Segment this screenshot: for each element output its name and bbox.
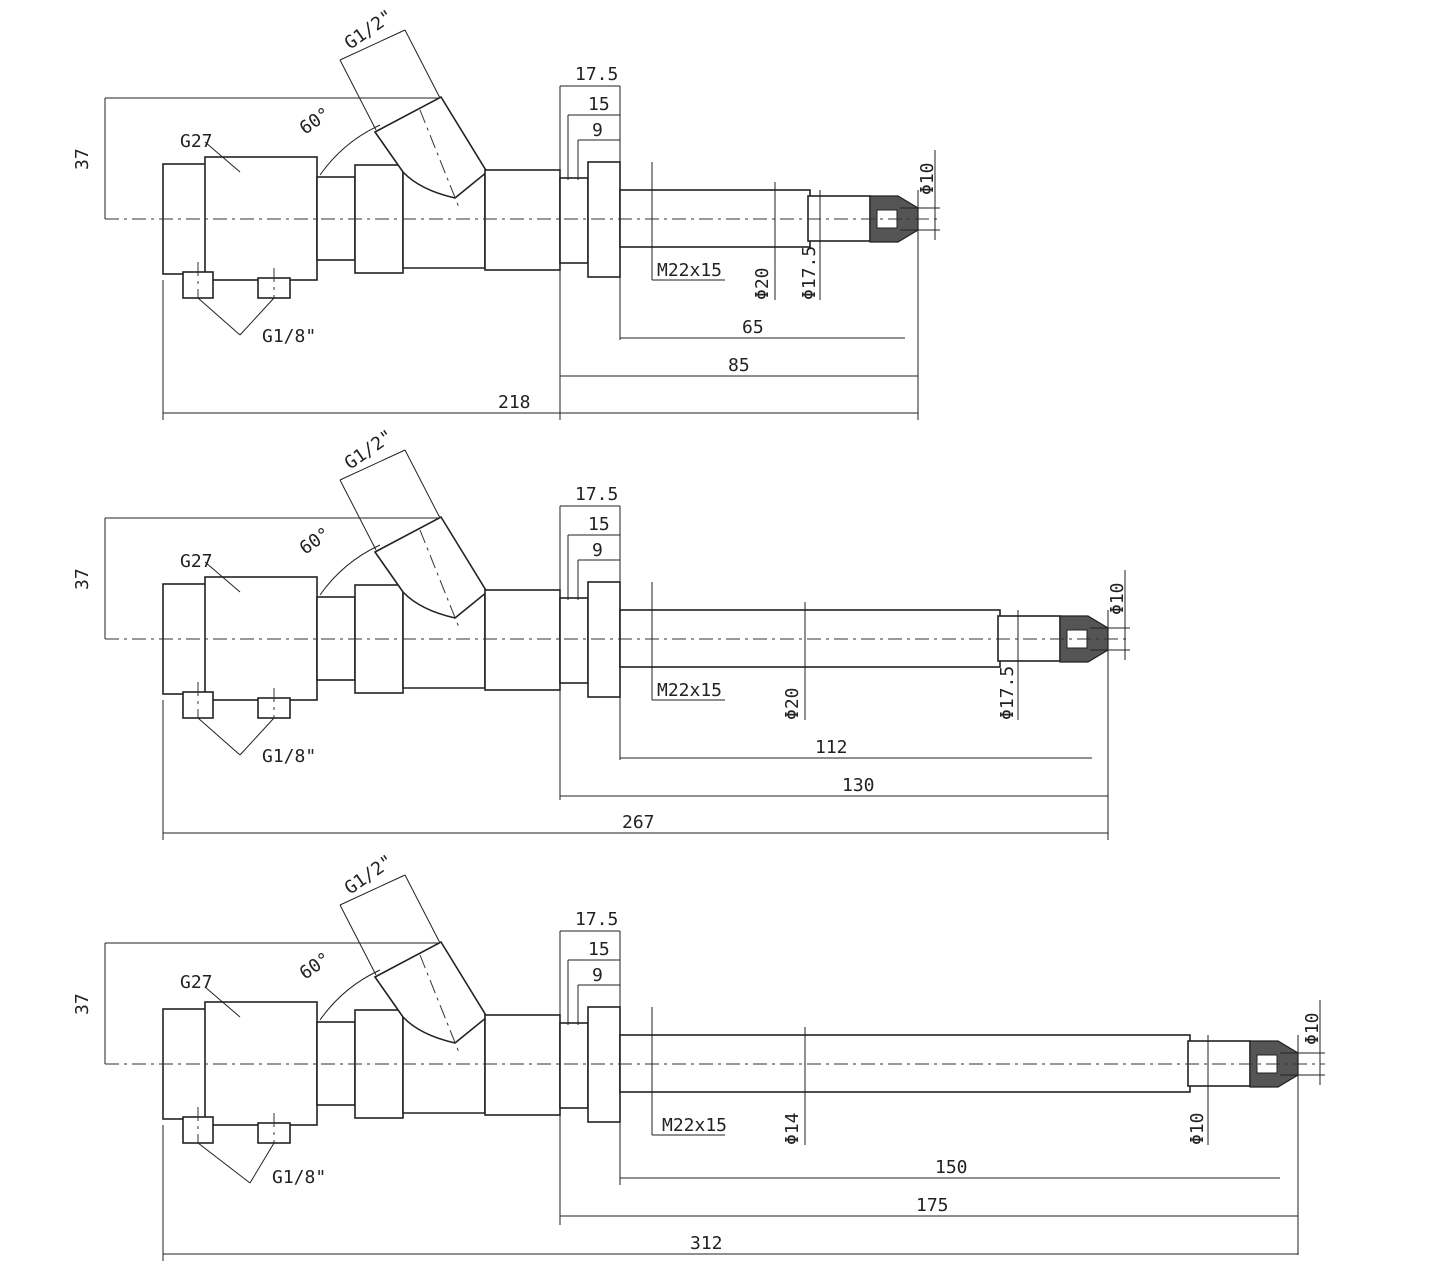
- label-pipe-d2: Φ17.5: [997, 666, 1018, 720]
- inlet-axis: [419, 954, 461, 1056]
- label-nut-mid: 15: [588, 939, 610, 960]
- dim-inlet-ext: [339, 59, 377, 131]
- angle-arc: [319, 969, 381, 1021]
- label-ports: G1/8": [262, 326, 316, 347]
- label-nut-mid: 15: [588, 514, 610, 535]
- coupling: [484, 169, 561, 271]
- label-nut-outer: 17.5: [575, 909, 618, 930]
- label-tip-d: Φ10: [917, 162, 938, 195]
- dim-inlet: [339, 29, 406, 61]
- label-angle: 60°: [296, 523, 335, 559]
- dim-inlet: [339, 874, 406, 906]
- leader-port: [239, 717, 275, 756]
- label-nut-outer: 17.5: [575, 484, 618, 505]
- label-len-pipe: 65: [742, 317, 764, 338]
- collar: [559, 597, 589, 684]
- angled-inlet: [373, 940, 489, 1044]
- pipe: [619, 1034, 1191, 1093]
- leader-port: [249, 1142, 275, 1184]
- leader-port: [239, 297, 275, 336]
- angled-inlet: [373, 515, 489, 619]
- coupling: [484, 1014, 561, 1116]
- label-pipe-d: Φ20: [752, 267, 773, 300]
- label-pipe-d: Φ14: [782, 1112, 803, 1145]
- label-nut-inner: 9: [592, 120, 603, 141]
- label-angle: 60°: [296, 948, 335, 984]
- label-len-total: 218: [498, 392, 531, 413]
- view-variant-267: 37 60° G1/2" G27 G1/8" M22x15 17.5 15 9 …: [72, 426, 1130, 840]
- angle-arc: [319, 544, 381, 596]
- label-len-stem: 130: [842, 775, 875, 796]
- dim-inlet-ext: [339, 479, 377, 551]
- label-nut-inner: 9: [592, 965, 603, 986]
- leader-body: [204, 561, 241, 593]
- label-body: G27: [180, 972, 213, 993]
- leader-body: [204, 141, 241, 173]
- dim-inlet-ext: [404, 29, 441, 99]
- collar: [559, 1022, 589, 1109]
- label-len-stem: 85: [728, 355, 750, 376]
- view-variant-312: 37 60° G1/2" G27 G1/8" M22x15 17.5 15 9 …: [72, 851, 1325, 1261]
- label-nut-outer: 17.5: [575, 64, 618, 85]
- label-body: G27: [180, 131, 213, 152]
- leader-port: [197, 1142, 251, 1184]
- label-pipe-d: Φ20: [782, 687, 803, 720]
- leader-body: [204, 986, 241, 1018]
- dim-inlet: [339, 449, 406, 481]
- label-pipe-d2: Φ17.5: [799, 246, 820, 300]
- label-len-pipe: 112: [815, 737, 848, 758]
- view-variant-218: 37 60° G1/2" G27 G1/8" M22x15 17.5 15 9 …: [72, 6, 940, 420]
- label-ports: G1/8": [272, 1167, 326, 1188]
- label-height: 37: [72, 568, 93, 590]
- label-len-total: 312: [690, 1233, 723, 1254]
- label-angle: 60°: [296, 103, 335, 139]
- collar: [559, 177, 589, 264]
- label-len-total: 267: [622, 812, 655, 833]
- label-ports: G1/8": [262, 746, 316, 767]
- coupling: [484, 589, 561, 691]
- label-nut-mid: 15: [588, 94, 610, 115]
- label-thread: M22x15: [657, 680, 722, 701]
- label-tip-d: Φ10: [1107, 582, 1128, 615]
- angled-inlet: [373, 95, 489, 199]
- label-body: G27: [180, 551, 213, 572]
- dim-inlet-ext: [404, 874, 441, 944]
- label-thread: M22x15: [662, 1115, 727, 1136]
- leader-port: [197, 717, 241, 756]
- label-nut-inner: 9: [592, 540, 603, 561]
- label-tip-d: Φ10: [1302, 1012, 1323, 1045]
- label-len-pipe: 150: [935, 1157, 968, 1178]
- dim-inlet-ext: [404, 449, 441, 519]
- angle-arc: [319, 124, 381, 176]
- label-len-stem: 175: [916, 1195, 949, 1216]
- inlet-axis: [419, 529, 461, 631]
- label-pipe-d2: Φ10: [1187, 1112, 1208, 1145]
- label-thread: M22x15: [657, 260, 722, 281]
- inlet-axis: [419, 109, 461, 211]
- leader-port: [197, 297, 241, 336]
- label-height: 37: [72, 993, 93, 1015]
- dim-inlet-ext: [339, 904, 377, 976]
- label-height: 37: [72, 148, 93, 170]
